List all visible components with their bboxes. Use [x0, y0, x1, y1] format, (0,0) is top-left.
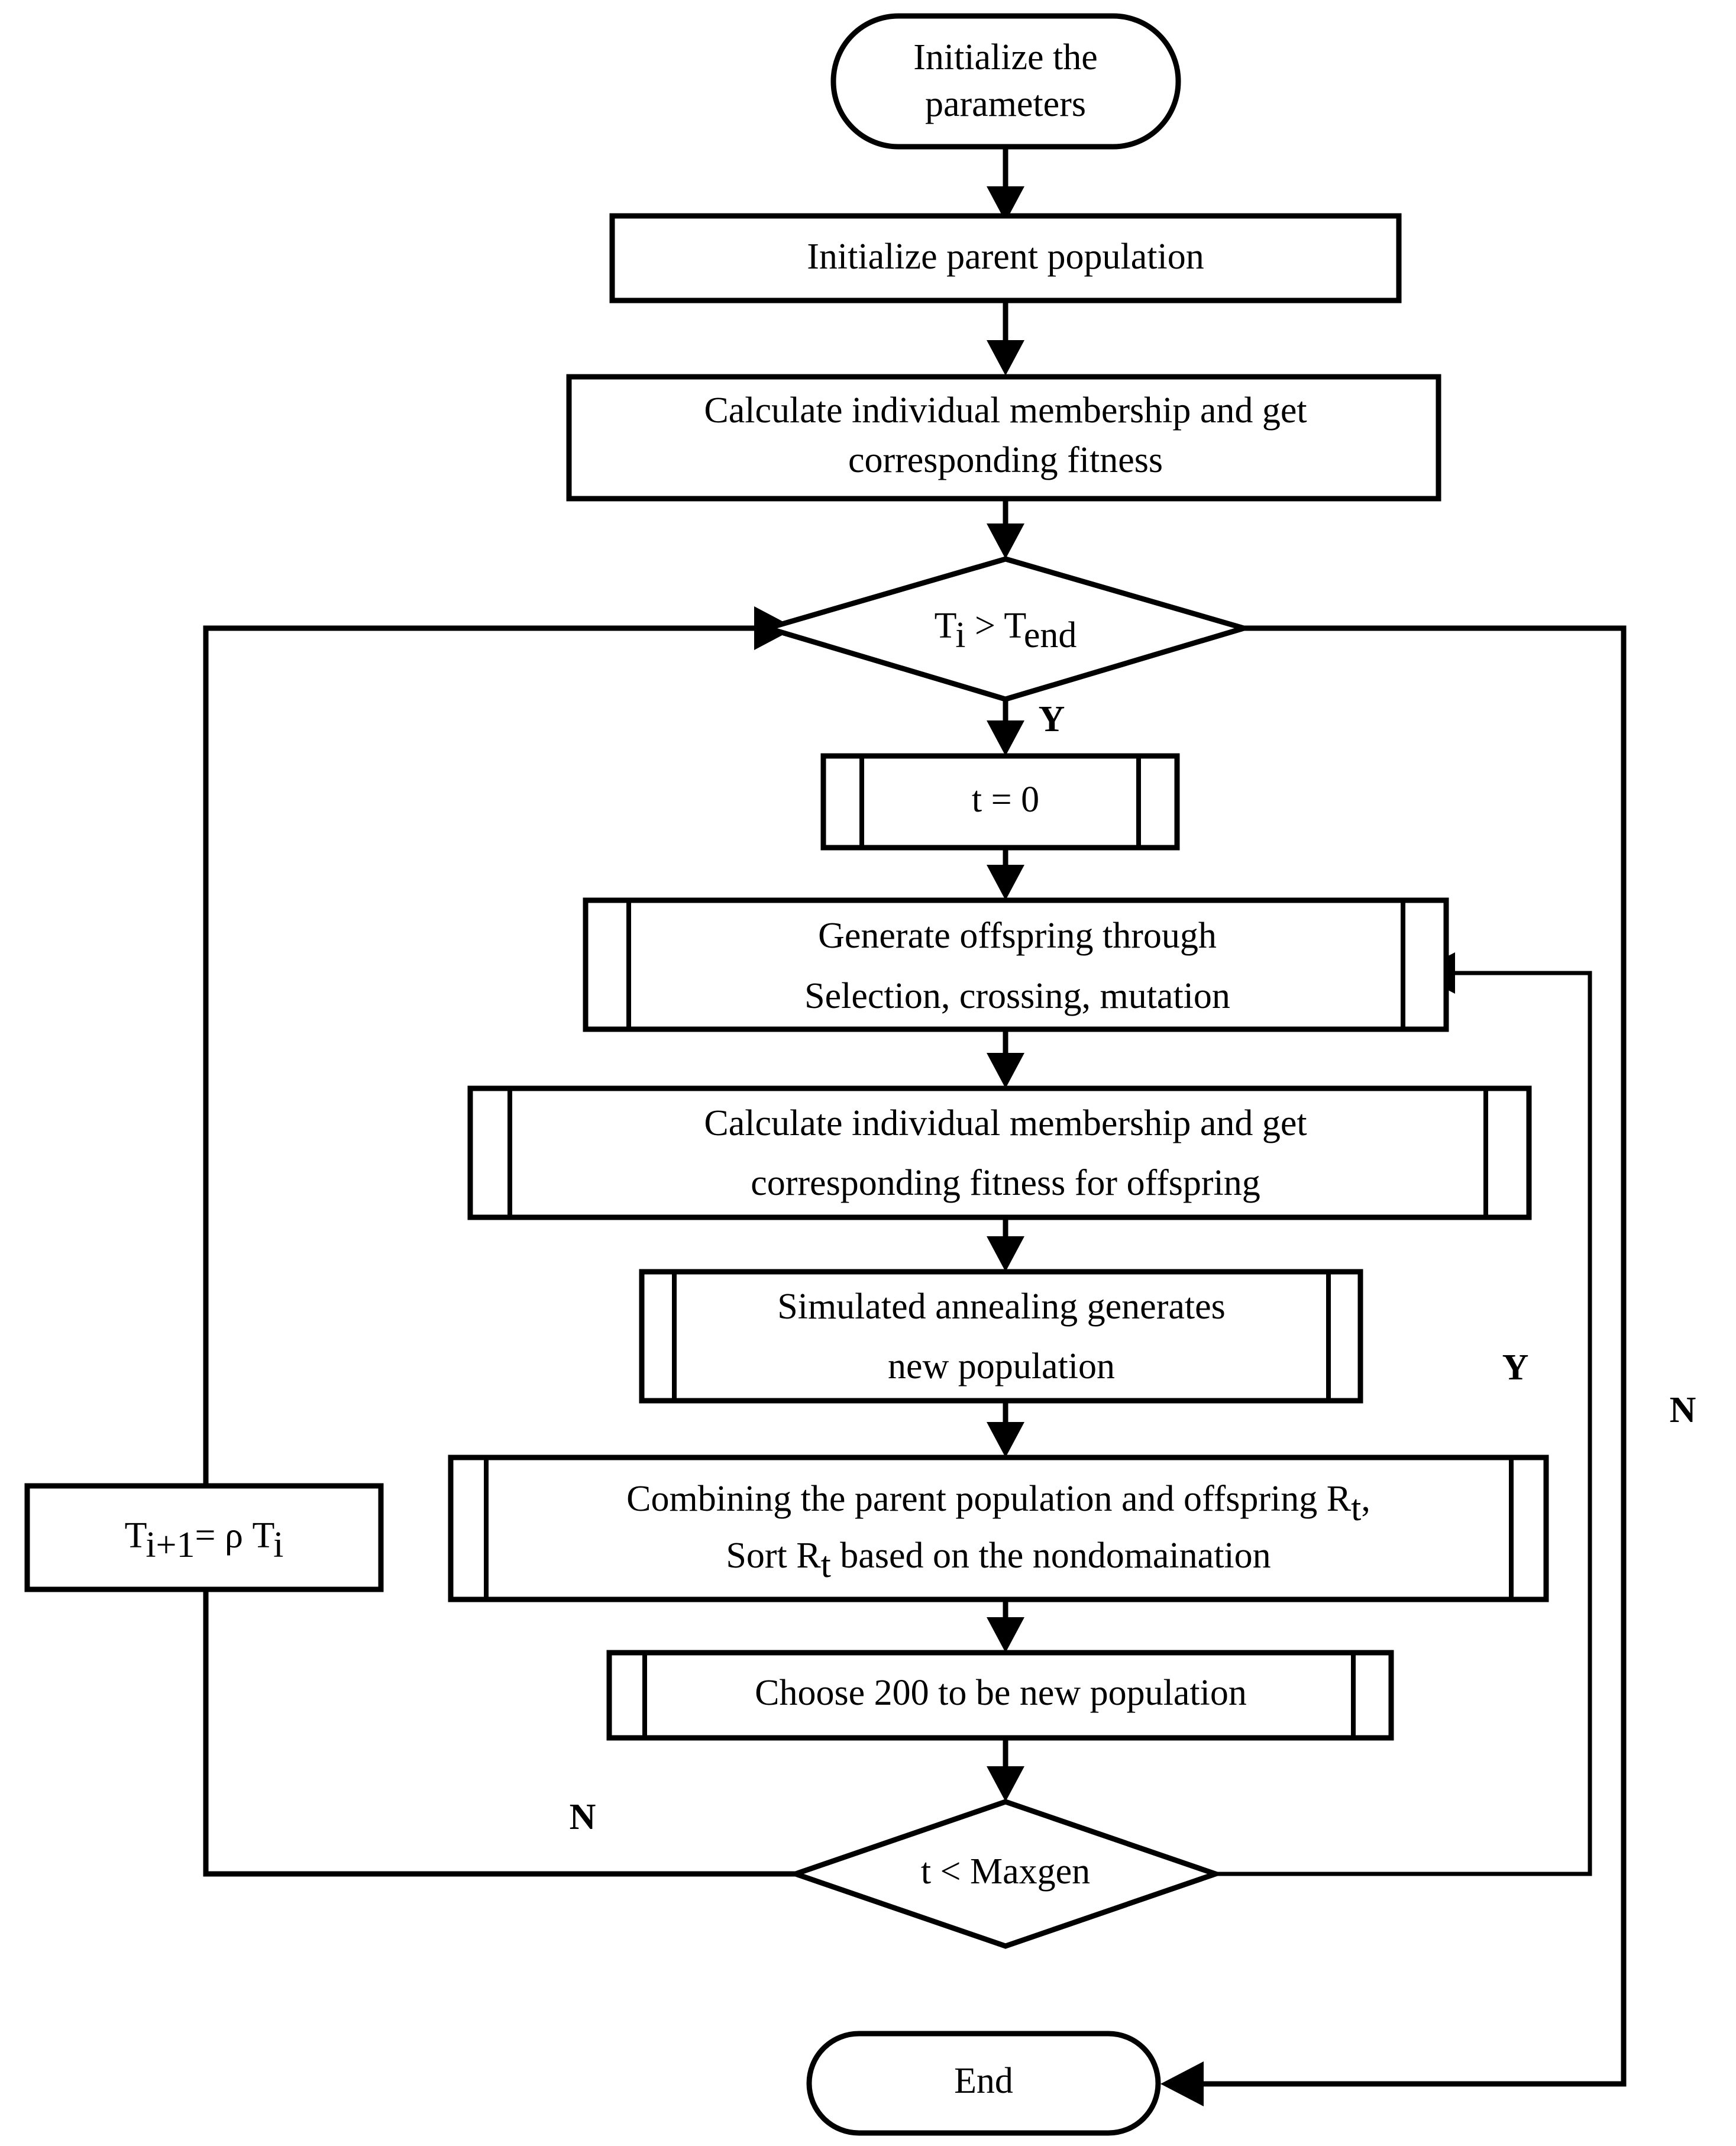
- node-end: End: [806, 2031, 1161, 2136]
- node-generate-offspring: Generate offspring through Selection, cr…: [583, 897, 1449, 1032]
- node-temperature-check-decision: Ti > Tend: [758, 556, 1253, 702]
- node-calculate-membership-fitness-offspring-line1: Calculate individual membership and get: [704, 1103, 1307, 1143]
- node-choose-new-population: Choose 200 to be new population: [606, 1650, 1394, 1741]
- connector-calc-fitness-to-temp-check: [987, 499, 1024, 559]
- node-simulated-annealing: Simulated annealing generates new popula…: [639, 1269, 1363, 1404]
- node-t-equals-zero: t = 0: [820, 753, 1180, 851]
- node-generate-offspring-line1: Generate offspring through: [818, 916, 1217, 956]
- node-initialize-parameters-line2: parameters: [925, 84, 1086, 124]
- node-simulated-annealing-line1: Simulated annealing generates: [777, 1287, 1226, 1327]
- node-t-equals-zero-label: t = 0: [972, 780, 1039, 820]
- node-simulated-annealing-line2: new population: [888, 1346, 1115, 1387]
- connector-temp-check-to-t-zero: [987, 699, 1024, 756]
- node-combining-populations-line1: Combining the parent population and offs…: [626, 1479, 1370, 1528]
- branch-label-maxgen-no: N: [570, 1797, 596, 1837]
- connector-calc-fitness-offspring-to-annealing: [987, 1217, 1024, 1272]
- node-maxgen-check-label: t < Maxgen: [921, 1851, 1090, 1892]
- connector-temp-check-no-to-end: [1160, 625, 1627, 2106]
- node-calculate-membership-fitness-offspring: Calculate individual membership and get …: [467, 1085, 1532, 1220]
- node-combining-populations: Combining the parent population and offs…: [448, 1455, 1549, 1602]
- node-end-label: End: [954, 2061, 1013, 2101]
- node-temperature-check-label: Ti > Tend: [935, 606, 1077, 655]
- node-calculate-membership-fitness-line2: corresponding fitness: [848, 440, 1163, 480]
- node-initialize-parameters-line1: Initialize the: [913, 37, 1098, 77]
- connector-annealing-to-combining: [987, 1401, 1024, 1457]
- connector-combining-to-choose: [987, 1599, 1024, 1653]
- node-initialize-parent-population-label: Initialize parent population: [807, 237, 1204, 277]
- branch-label-temp-yes: Y: [1039, 699, 1065, 739]
- node-generate-offspring-line2: Selection, crossing, mutation: [804, 976, 1230, 1016]
- connector-generate-offspring-to-calc-fitness-offspring: [987, 1029, 1024, 1088]
- node-temperature-update: Ti+1= ρ Ti: [24, 1483, 384, 1592]
- branch-label-maxgen-yes: Y: [1502, 1347, 1529, 1388]
- connector-init-parent-to-calc-fitness: [987, 300, 1024, 376]
- connector-start-to-init-parent: [987, 147, 1024, 222]
- connector-choose-to-maxgen-check: [987, 1738, 1024, 1802]
- node-calculate-membership-fitness-line1: Calculate individual membership and get: [704, 390, 1307, 431]
- connector-t-zero-to-generate-offspring: [987, 848, 1024, 900]
- node-choose-new-population-label: Choose 200 to be new population: [755, 1673, 1247, 1713]
- branch-label-temp-no: N: [1670, 1390, 1696, 1430]
- node-calculate-membership-fitness-offspring-line2: corresponding fitness for offspring: [751, 1163, 1260, 1203]
- node-combining-populations-line2: Sort Rt based on the nondomaination: [726, 1536, 1271, 1585]
- node-initialize-parent-population: Initialize parent population: [609, 213, 1402, 303]
- node-calculate-membership-fitness: Calculate individual membership and get …: [566, 374, 1441, 502]
- node-maxgen-check-decision: t < Maxgen: [787, 1799, 1224, 1949]
- node-temperature-update-label: Ti+1= ρ Ti: [125, 1515, 284, 1565]
- node-initialize-parameters: Initialize the parameters: [830, 13, 1181, 150]
